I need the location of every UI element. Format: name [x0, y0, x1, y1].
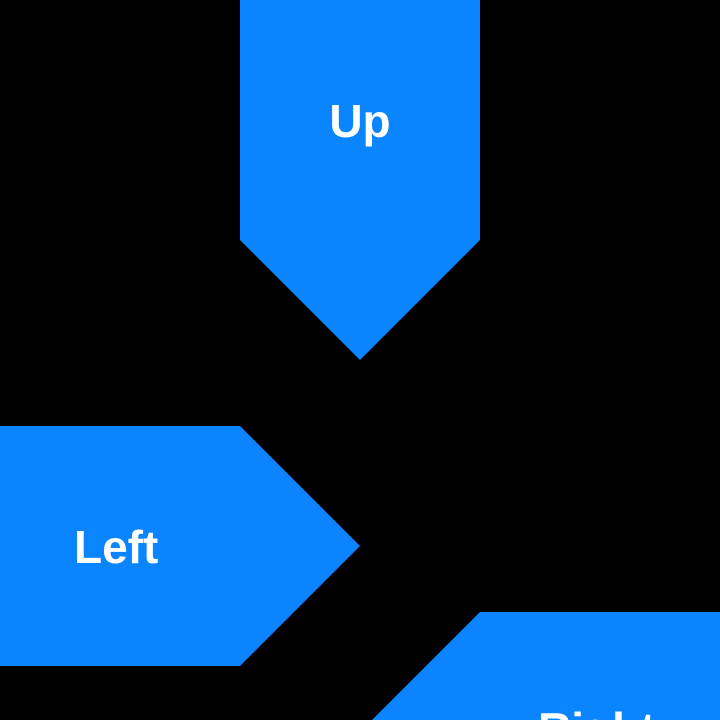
up-arrow-shape [240, 0, 480, 360]
up-arrow-label: Up [329, 95, 391, 147]
left-arrow-label: Left [74, 521, 159, 573]
left-arrow-shape [0, 426, 360, 666]
right-arrow-label: Right [538, 706, 656, 720]
left-arrow-button[interactable]: Left [0, 426, 360, 666]
right-arrow-shape [372, 612, 720, 720]
right-arrow-button[interactable]: Right [360, 612, 720, 720]
up-arrow-button[interactable]: Up [240, 0, 480, 360]
